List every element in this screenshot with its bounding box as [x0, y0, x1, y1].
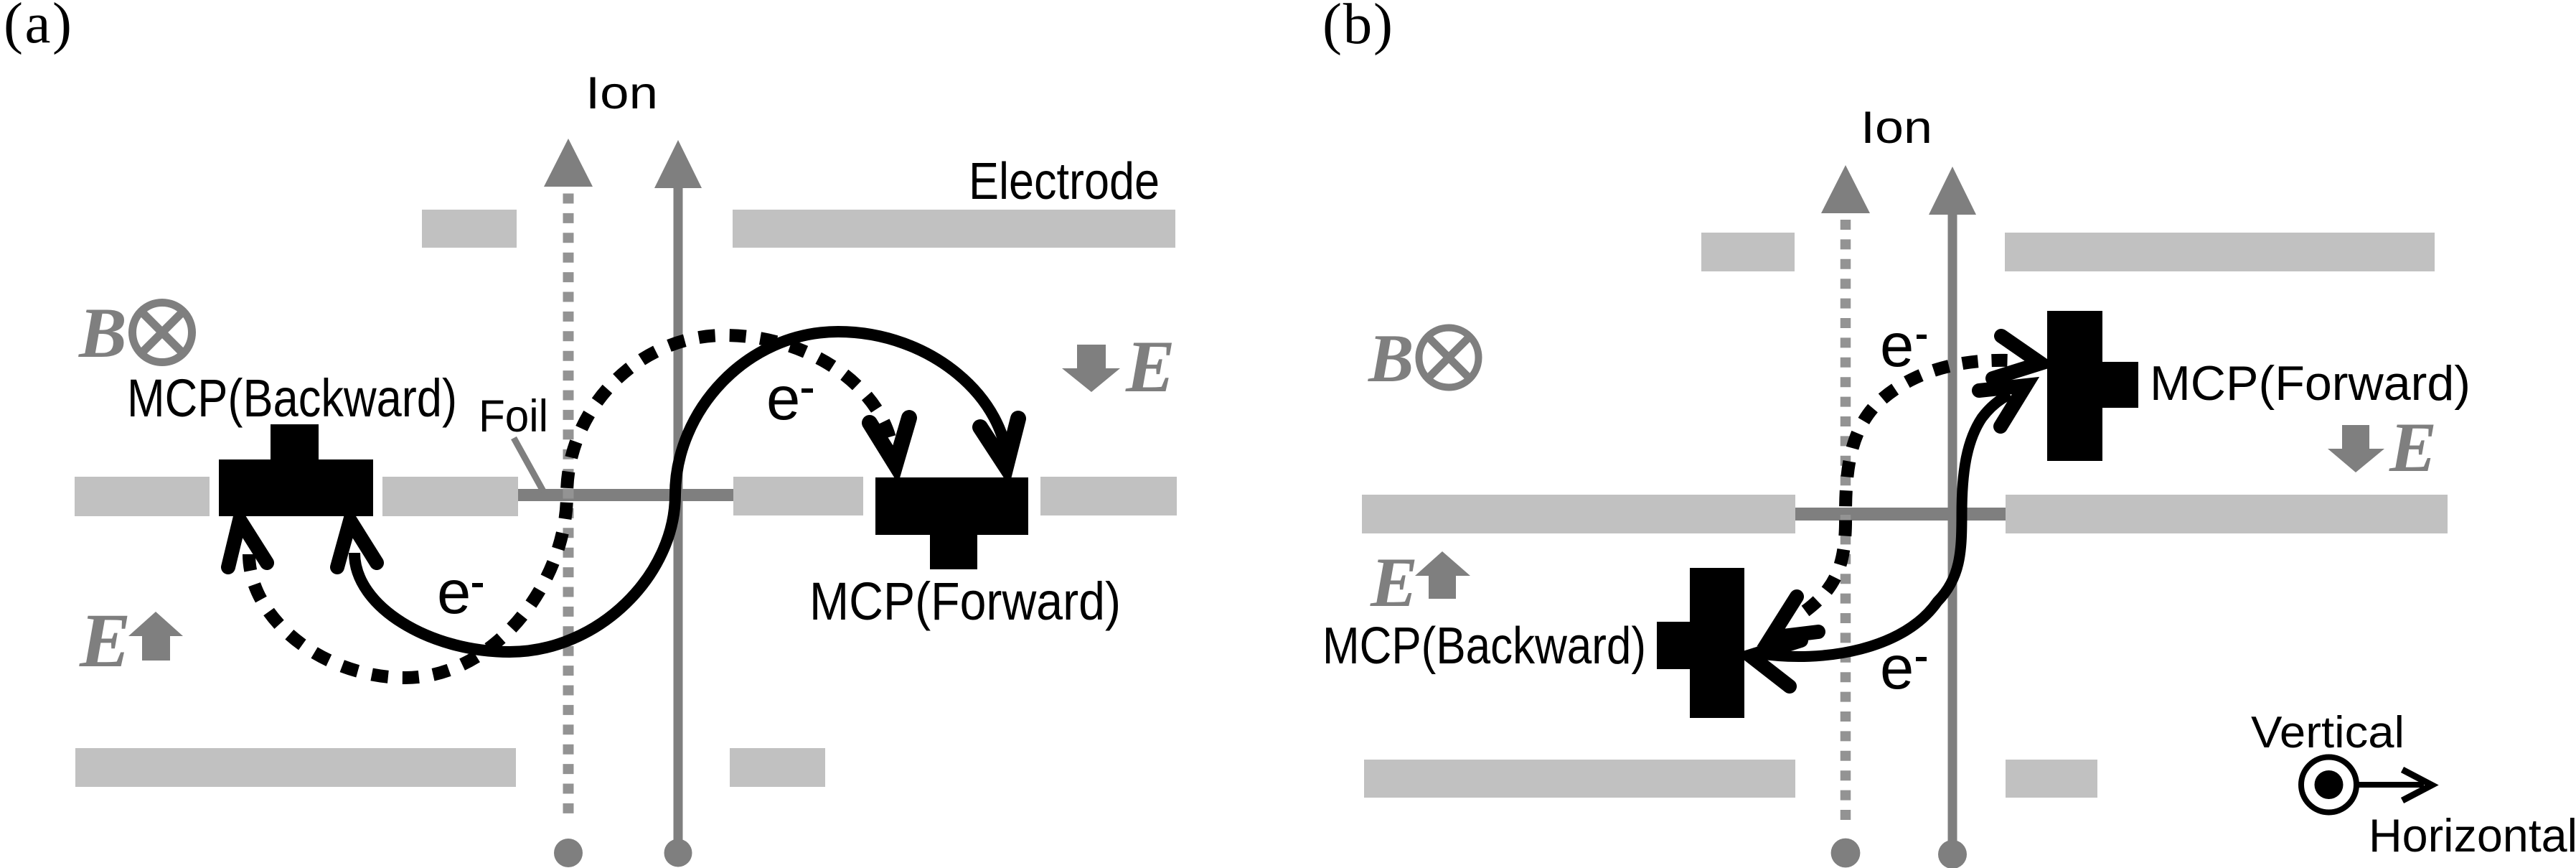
svg-text:Vertical: Vertical	[2251, 708, 2405, 757]
svg-text:(a): (a)	[4, 0, 72, 55]
svg-text:E: E	[2389, 409, 2437, 487]
svg-text:Ion: Ion	[586, 68, 658, 118]
svg-text:e: e	[1880, 312, 1914, 380]
svg-text:MCP(Forward): MCP(Forward)	[2150, 356, 2471, 411]
svg-text:E: E	[1370, 543, 1418, 622]
svg-text:MCP(Backward): MCP(Backward)	[127, 368, 457, 428]
svg-text:Foil: Foil	[479, 391, 548, 442]
svg-text:e: e	[1880, 634, 1914, 702]
svg-text:MCP(Backward): MCP(Backward)	[1322, 617, 1646, 675]
svg-text:Horizontal: Horizontal	[2369, 809, 2576, 862]
svg-text:e: e	[766, 365, 800, 433]
svg-text:E: E	[1125, 326, 1175, 408]
svg-text:E: E	[79, 599, 131, 683]
svg-text:(b): (b)	[1322, 0, 1393, 56]
svg-text:Electrode: Electrode	[969, 153, 1160, 210]
svg-text:B: B	[78, 293, 127, 373]
svg-text:e: e	[437, 559, 471, 627]
svg-text:MCP(Forward): MCP(Forward)	[809, 571, 1121, 631]
svg-text:B: B	[1368, 320, 1414, 396]
svg-text:Ion: Ion	[1861, 103, 1932, 153]
